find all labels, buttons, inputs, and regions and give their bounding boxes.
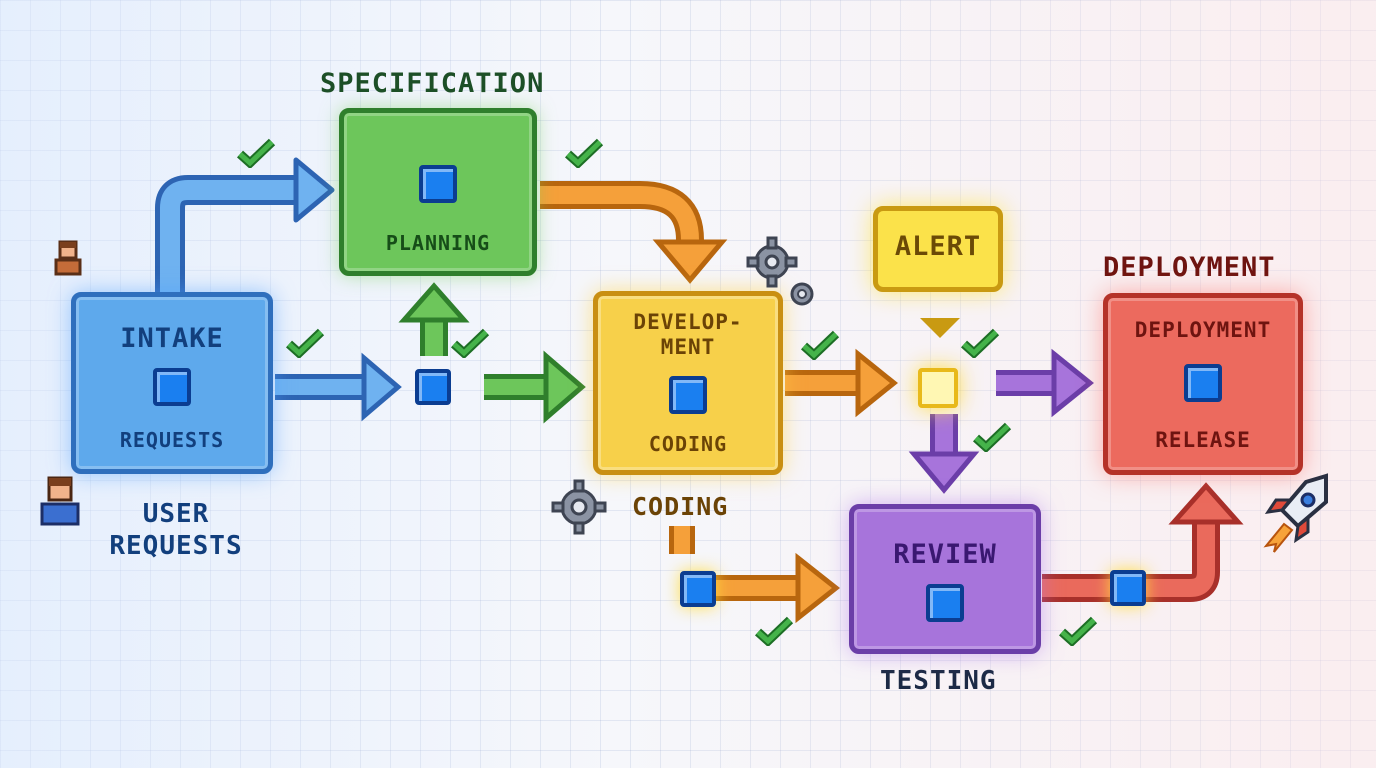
review-title: REVIEW	[893, 539, 997, 570]
connector-node-intake	[415, 369, 451, 405]
user-requests-label: USER REQUESTS	[109, 499, 243, 561]
planning-node[interactable]: PLANNING	[339, 108, 537, 276]
review-port	[926, 584, 964, 622]
checkmark-icon	[450, 328, 490, 358]
arrow-planning-to-development	[540, 181, 728, 284]
planning-subtitle: PLANNING	[385, 231, 491, 255]
intake-subtitle: REQUESTS	[119, 428, 225, 452]
connector-node-alert	[918, 368, 958, 408]
deployment-subtitle: RELEASE	[1155, 428, 1251, 452]
checkmark-icon	[960, 328, 1000, 358]
arrow-development-to-alert-node	[785, 348, 898, 418]
checkmark-icon	[754, 616, 794, 646]
checkmark-icon	[1058, 616, 1098, 646]
gear-icon	[746, 236, 814, 306]
deployment-node[interactable]: DEPLOYMENT RELEASE	[1103, 293, 1303, 475]
user-avatar-icon	[54, 240, 82, 276]
arrow-connector-to-development	[484, 350, 586, 424]
intake-port	[153, 368, 191, 406]
arrow-review-to-deployment	[1042, 482, 1244, 602]
testing-label: TESTING	[880, 666, 997, 696]
connector-node-coding	[680, 571, 716, 607]
checkmark-icon	[236, 138, 276, 168]
user-avatar-icon	[40, 476, 80, 526]
arrow-intake-to-planning	[155, 157, 335, 292]
development-title: DEVELOP- MENT	[633, 310, 743, 359]
deployment-port	[1184, 364, 1222, 402]
development-port	[669, 376, 707, 414]
rocket-icon	[1263, 473, 1328, 553]
checkmark-icon	[972, 422, 1012, 452]
arrow-coding-to-review	[669, 526, 841, 624]
development-node[interactable]: DEVELOP- MENT CODING	[593, 291, 783, 475]
arrow-alert-node-to-review	[908, 414, 980, 494]
gear-icon	[551, 479, 607, 535]
checkmark-icon	[564, 138, 604, 168]
intake-title: INTAKE	[120, 323, 224, 354]
review-node[interactable]: REVIEW	[849, 504, 1041, 654]
deployment-label: DEPLOYMENT	[1103, 252, 1276, 283]
alert-bubble[interactable]: ALERT	[873, 206, 1003, 292]
arrow-alert-node-to-deployment	[996, 348, 1094, 418]
checkmark-icon	[800, 330, 840, 360]
deployment-title: DEPLOYMENT	[1134, 318, 1272, 342]
planning-port	[419, 165, 457, 203]
alert-title: ALERT	[894, 231, 982, 262]
connector-node-review	[1110, 570, 1146, 606]
arrow-connector-to-planning	[398, 282, 470, 356]
intake-node[interactable]: INTAKE REQUESTS	[71, 292, 273, 474]
coding-label: CODING	[632, 492, 729, 521]
specification-label: SPECIFICATION	[320, 68, 545, 99]
arrow-intake-to-connector	[275, 352, 402, 422]
checkmark-icon	[285, 328, 325, 358]
alert-pointer	[920, 318, 960, 338]
development-subtitle: CODING	[648, 432, 728, 456]
